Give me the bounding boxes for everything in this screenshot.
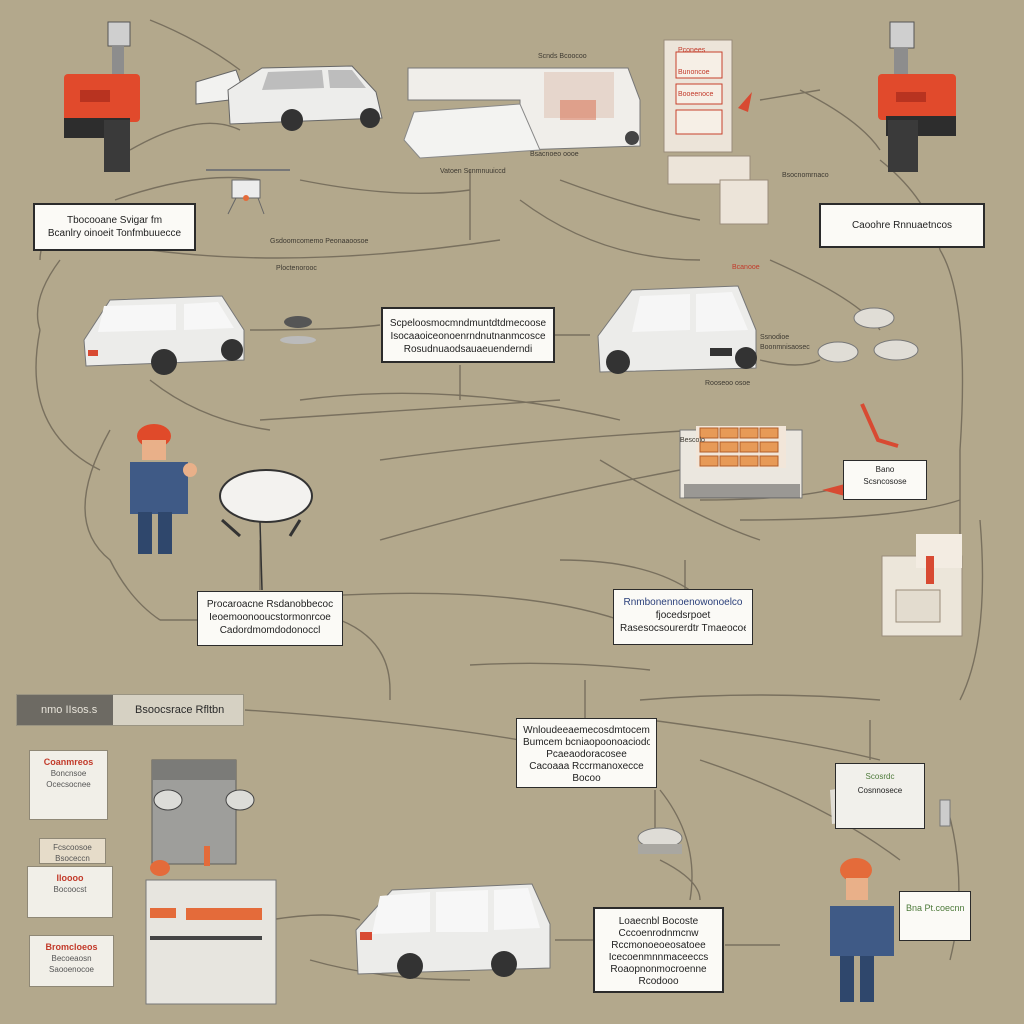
label-center: Scpeloosmocmndmuntdtdmecoose Isocaaoiceo… bbox=[381, 307, 555, 363]
caption-truck: Bsacnoeo oooe bbox=[530, 151, 579, 158]
label-line: Rosudnuaodsauaeuenderndi bbox=[403, 344, 533, 355]
card-title: Bromcloeos bbox=[45, 942, 98, 952]
van-bottom bbox=[355, 883, 551, 979]
box-label: Bunoncoe bbox=[678, 69, 710, 76]
label-bottom-right: Loaecnbl Bocoste Cccoenrodnmcnw Rccmonoe… bbox=[593, 907, 724, 993]
scanner-machine-right bbox=[878, 21, 956, 172]
label-line: Cosnnosece bbox=[857, 786, 903, 795]
scanner-gadget bbox=[637, 827, 683, 854]
label-mid-left: Procaroacne Rsdanobbecoc Ieoemoonooucsto… bbox=[197, 591, 343, 646]
card-title: Coanmreos bbox=[43, 757, 94, 767]
label-line: Bna Pt.coecnnc bbox=[906, 903, 964, 913]
label-line: Wnloudeeaemecosdmtocem bbox=[523, 725, 650, 736]
caption-car-2-side: Ssnodioe Boonmnisaosec bbox=[760, 333, 810, 353]
caption-drone-2: Ploctenorooc bbox=[276, 265, 317, 272]
label-line: Cadordmomdodonoccl bbox=[219, 625, 321, 636]
parts-right bbox=[817, 307, 919, 363]
label-line: Pcaeaodoracosee bbox=[546, 749, 627, 760]
tool-near-van bbox=[280, 316, 316, 344]
card-title: Iloooo bbox=[56, 873, 84, 883]
label-line: Rasesocsourerdtr Tmaeocoe bbox=[620, 623, 746, 634]
label-line: Cccoenrodnmcnw bbox=[618, 928, 699, 939]
status-bar-label: nmo IIsos.s Bsoocsrace Rfltbn bbox=[16, 694, 244, 726]
boxes-stack bbox=[663, 39, 769, 225]
caption-drone: Gsdoomcomemo Peonaaoosoe bbox=[270, 238, 369, 245]
worker-left bbox=[130, 424, 197, 554]
left-card-2: Fcscoosoe Bsoceccn bbox=[39, 838, 106, 864]
drone-top bbox=[206, 169, 290, 215]
sign-bottom-right: Bna Pt.coecnnc bbox=[899, 891, 971, 941]
label-top-left: Tbocooane Svigar fm Bcanlry oinoeit Tonf… bbox=[33, 203, 196, 251]
cabinet-right bbox=[881, 534, 963, 637]
loading-machine bbox=[145, 759, 277, 1005]
label-bottom-center: Wnloudeeaemecosdmtocem Bumcem bcniaopoon… bbox=[516, 718, 657, 788]
label-line: Bumcem bcniaopoonoaciodorn bbox=[523, 737, 650, 748]
label-line: Scosrdc bbox=[865, 772, 895, 781]
label-line: Isocaaoiceonoenrndnutnanmcosce bbox=[390, 331, 546, 342]
label-line: Caoohre Rnnuaetncos bbox=[851, 220, 953, 231]
label-mid-right: Rnmbonennoenowonoelco fjocedsrpoet Rases… bbox=[613, 589, 753, 645]
left-card-1: Coanmreos Boncnsoe Ocecsocnee bbox=[29, 750, 108, 820]
drone-center bbox=[219, 469, 313, 591]
van-left bbox=[83, 295, 245, 375]
pallet-goods bbox=[679, 426, 803, 499]
label-line: Tbocooane Svigar fm bbox=[66, 215, 163, 226]
label-line: Rccmonoeoeosatoee bbox=[611, 940, 706, 951]
card-line: Bsoceccn bbox=[55, 854, 90, 863]
label-line: Bano bbox=[875, 465, 895, 474]
label-line: Icecoenmnnmaceeccs bbox=[608, 952, 709, 963]
label-line: Ieoemoonooucstormonrcoe bbox=[209, 612, 331, 623]
card-line: Becoeaosn bbox=[51, 954, 92, 963]
label-line: Cacoaaa Rccrmanoxecce bbox=[529, 761, 644, 772]
left-card-4: Bromcloeos Becoeaosn Saooenocoe bbox=[29, 935, 114, 987]
card-line: Bocoocst bbox=[53, 885, 87, 894]
label-line: Bocoo bbox=[572, 773, 601, 784]
label-line: Rcodooo bbox=[638, 976, 679, 987]
scanner-machine-left bbox=[64, 21, 140, 172]
small-info-card: Bano Scsncosose bbox=[843, 460, 927, 500]
bar-dark-section bbox=[17, 695, 113, 725]
label-line: fjocedsrpoet bbox=[655, 610, 711, 621]
label-line: Scsncosose bbox=[863, 477, 907, 486]
caption-car-2: Rooseoo osoe bbox=[705, 380, 751, 387]
card-line: Ocecsocnee bbox=[46, 780, 91, 789]
box-label: Pconees bbox=[678, 47, 706, 54]
sedan-car bbox=[195, 65, 383, 131]
caption-boxes-lower: Bsocnomrnaco bbox=[782, 172, 829, 179]
label-line: Bcanlry oinoeit Tonfmbuuecce bbox=[47, 228, 182, 239]
connector bbox=[129, 122, 241, 151]
connector bbox=[149, 19, 241, 71]
box-label: Booeenoce bbox=[678, 91, 714, 98]
bar-dark-text: nmo IIsos.s bbox=[41, 704, 98, 716]
caption-top-center: Scnds Bcoocoo bbox=[538, 53, 587, 60]
label-top-right: Caoohre Rnnuaetncos bbox=[819, 203, 985, 248]
card-line: Boncnsoe bbox=[50, 769, 87, 778]
caption-line: Boonmnisaosec bbox=[760, 344, 810, 351]
caption-van: Vatoen Scnmnuuiccd bbox=[440, 168, 506, 175]
bar-light-text: Bsoocsrace Rfltbn bbox=[135, 704, 225, 716]
label-line: Roaopnonmocroenne bbox=[610, 964, 707, 975]
boxes-top-labels: Pconees Bunoncoe Booeenoce bbox=[678, 40, 713, 106]
card-line: Saooenocoe bbox=[49, 965, 94, 974]
delivery-truck bbox=[403, 67, 641, 159]
van-right bbox=[597, 285, 757, 374]
label-line: Procaroacne Rsdanobbecoc bbox=[206, 599, 334, 610]
wall-panel: Scosrdc Cosnnosece bbox=[835, 763, 925, 829]
label-line: Rnmbonennoenowonoelco bbox=[623, 597, 743, 608]
label-line: Loaecnbl Bocoste bbox=[618, 916, 699, 927]
label-line: Scpeloosmocmndmuntdtdmecoose bbox=[389, 318, 547, 329]
caption-boxes-tag: Bcanooe bbox=[732, 264, 760, 271]
left-card-3: Iloooo Bocoocst bbox=[27, 866, 113, 918]
card-line: Fcscoosoe bbox=[53, 843, 92, 852]
caption-line: Ssnodioe bbox=[760, 334, 790, 341]
caption-pallet: Bescolo bbox=[680, 437, 705, 444]
